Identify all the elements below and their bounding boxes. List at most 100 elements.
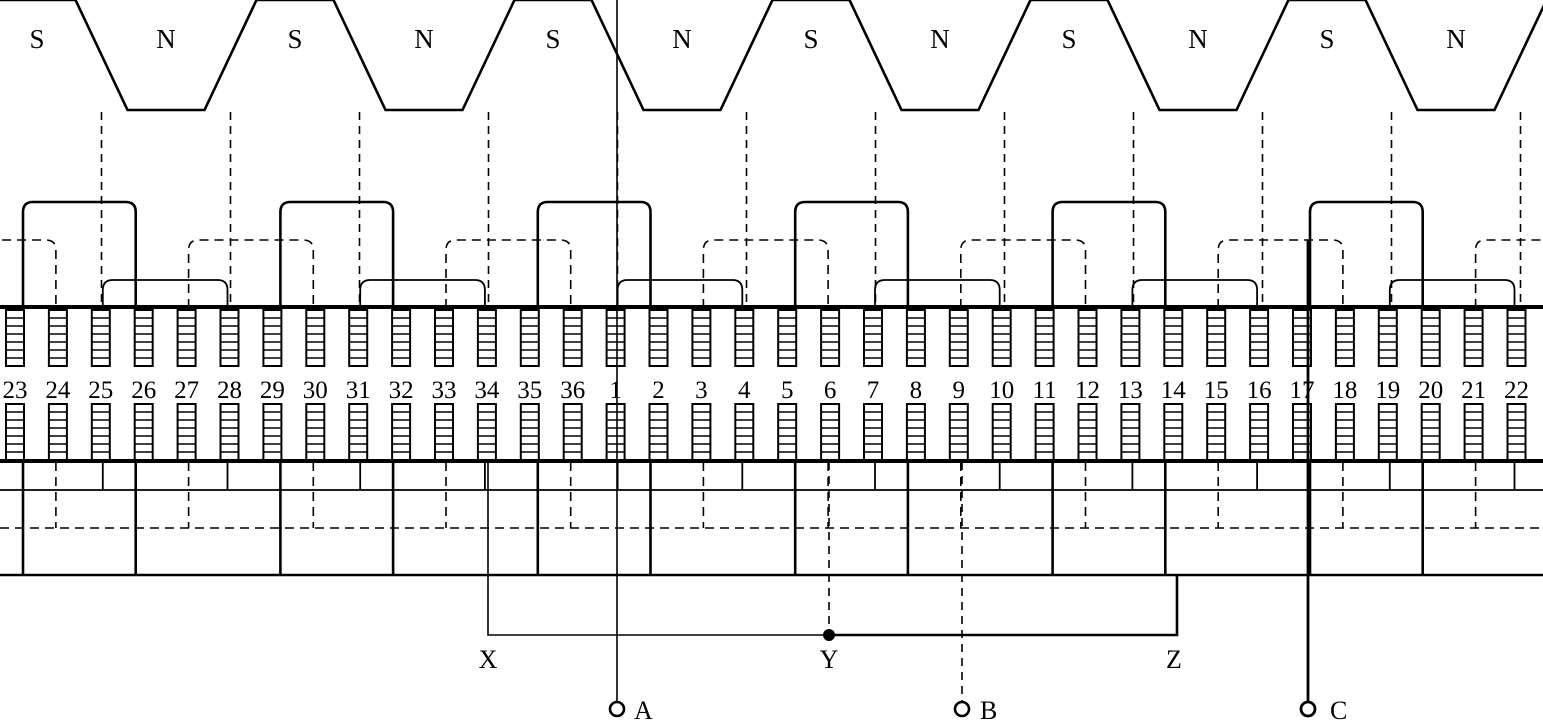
slot-top	[176, 309, 197, 367]
slot-top	[734, 309, 755, 367]
slot-top	[1163, 309, 1184, 367]
slot-number: 17	[1290, 377, 1315, 404]
slot-bottom	[820, 403, 841, 461]
slot-bottom	[691, 403, 712, 461]
slot-top	[434, 309, 454, 367]
slot-top	[605, 309, 626, 367]
slot-number: 27	[174, 377, 199, 404]
slot-number: 10	[989, 377, 1014, 404]
wire-x-to-y	[487, 462, 829, 636]
slot-bottom	[734, 403, 755, 461]
slot-number: 24	[45, 377, 71, 404]
pole-label: N	[156, 24, 176, 54]
wire-y-to-z	[829, 575, 1179, 637]
slot-number: 23	[3, 377, 28, 404]
slot-top	[1463, 309, 1484, 367]
slot-number: 1	[609, 377, 622, 404]
pole-label: N	[672, 24, 692, 54]
terminal-label-a: A	[634, 696, 653, 722]
slot-number: 21	[1461, 377, 1486, 404]
slot-top	[863, 309, 883, 367]
slot-bottom	[1206, 403, 1227, 461]
slot-number: 26	[131, 377, 156, 404]
slot-bottom	[562, 403, 583, 461]
coil	[359, 279, 486, 308]
coil	[1051, 200, 1167, 308]
slot-bottom	[1249, 403, 1270, 461]
slot-top	[1292, 309, 1312, 367]
pole-label: S	[803, 24, 818, 54]
slot-top	[262, 309, 283, 367]
slot-number: 9	[953, 377, 966, 404]
slot-number: 22	[1504, 377, 1529, 404]
slot-bottom	[305, 403, 326, 461]
slot-top	[5, 309, 25, 367]
slot-bottom	[1420, 403, 1441, 461]
pole-label: N	[1446, 24, 1466, 54]
pole-label: N	[414, 24, 434, 54]
coil	[1131, 279, 1258, 308]
pole-outline	[0, 0, 1543, 112]
slot-bottom	[1377, 403, 1398, 461]
slot-bottom	[90, 403, 111, 461]
terminal-label-c: C	[1330, 696, 1347, 722]
slot-bottom	[863, 403, 883, 461]
slot-top	[1420, 309, 1441, 367]
slot-bottom	[1334, 403, 1355, 461]
slot-number: 18	[1332, 377, 1357, 404]
coil	[1388, 279, 1516, 308]
slot-bottom	[176, 403, 197, 461]
slot-bottom	[605, 403, 626, 461]
slot-number: 13	[1118, 377, 1143, 404]
slot-bottom	[1034, 403, 1055, 461]
slot-bottom	[991, 403, 1012, 461]
coil	[536, 200, 652, 308]
slot-number: 19	[1375, 377, 1400, 404]
terminal-label-x: X	[479, 645, 498, 674]
slot-top	[991, 309, 1012, 367]
terminal-c	[1299, 700, 1317, 718]
slot-number: 28	[217, 377, 242, 404]
coil	[874, 279, 1001, 308]
coil	[0, 239, 57, 308]
coil	[793, 200, 910, 308]
slot-top	[905, 309, 926, 367]
slot-number: 30	[303, 377, 328, 404]
slot-bottom	[905, 403, 926, 461]
coil-windings	[0, 200, 1543, 577]
slot-top	[1120, 309, 1141, 367]
coil	[445, 239, 572, 308]
slot-bottom	[133, 403, 154, 461]
slot-bottom	[391, 403, 412, 461]
terminal-a	[608, 700, 626, 718]
slot-top	[1377, 309, 1398, 367]
slot-bottom	[519, 403, 540, 461]
slot-number: 25	[88, 377, 113, 404]
slot-bottom	[1077, 403, 1098, 461]
terminal-label-z: Z	[1166, 645, 1182, 674]
pole-label: S	[545, 24, 560, 54]
slot-top	[133, 309, 154, 367]
slot-number: 20	[1418, 377, 1443, 404]
coil	[702, 239, 829, 308]
core-background	[0, 306, 1543, 462]
slot-bottom	[1163, 403, 1184, 461]
slot-number: 3	[695, 377, 708, 404]
slot-bottom	[47, 403, 68, 461]
slot-number: 8	[910, 377, 923, 404]
slot-number: 15	[1204, 377, 1229, 404]
terminal-label-b: B	[980, 696, 997, 722]
slot-top	[691, 309, 712, 367]
pole-label: S	[287, 24, 302, 54]
slot-top	[391, 309, 412, 367]
slot-top	[1334, 309, 1355, 367]
slot-bottom	[434, 403, 454, 461]
pole-label: N	[930, 24, 950, 54]
slot-number: 7	[867, 377, 880, 404]
slot-bottom	[1120, 403, 1141, 461]
coil	[616, 279, 744, 308]
slot-top	[1206, 309, 1227, 367]
slot-number: 5	[781, 377, 794, 404]
